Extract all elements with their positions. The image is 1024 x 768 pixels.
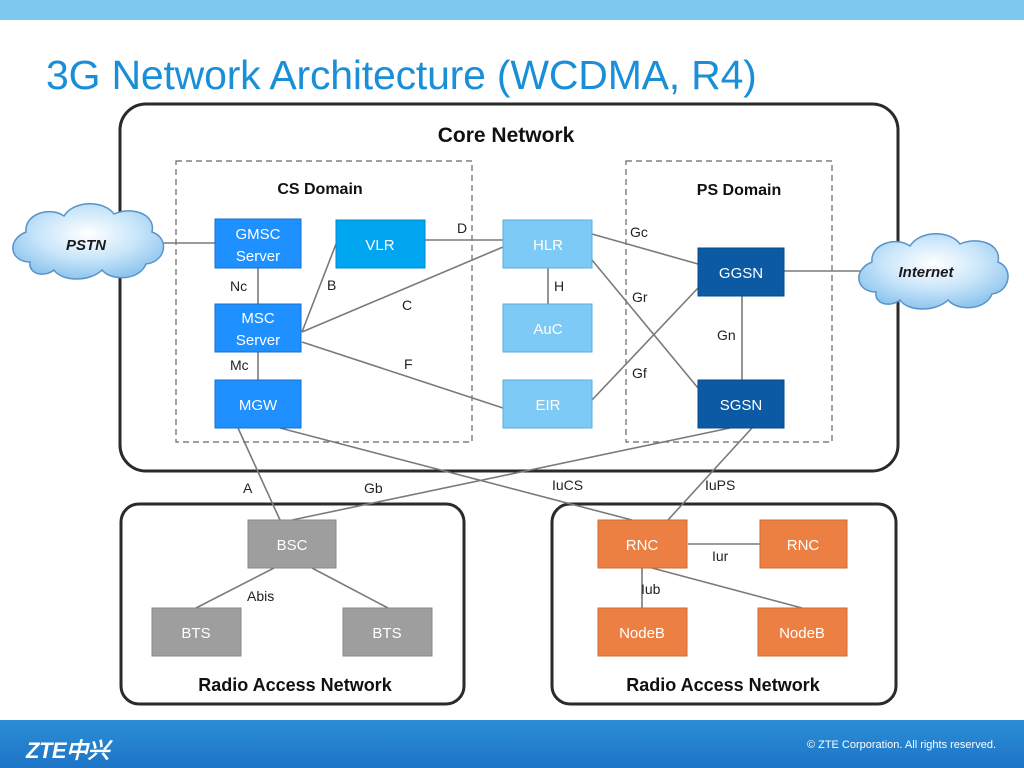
link-mgw-bsc [237, 427, 281, 521]
ps-domain-label: PS Domain [697, 182, 781, 199]
iface-c: C [402, 297, 412, 313]
iface-nc: Nc [230, 278, 247, 294]
link-sgsn-bsc [291, 427, 731, 521]
copyright-text: © ZTE Corporation. All rights reserved. [806, 739, 996, 751]
cs-domain-label: CS Domain [277, 181, 362, 198]
ran-left-title: Radio Access Network [198, 675, 392, 695]
nodeb2-label: NodeB [779, 625, 825, 642]
bts-node-2: BTS [342, 607, 433, 657]
internet-label: Internet [898, 264, 954, 281]
rnc1-label: RNC [626, 537, 659, 554]
iface-iucs: IuCS [552, 477, 583, 493]
bts1-label: BTS [181, 625, 210, 642]
auc-node: AuC [502, 303, 593, 353]
rnc2-label: RNC [787, 537, 820, 554]
sgsn-node: SGSN [697, 379, 785, 429]
gmsc-server-node: GMSC Server [214, 218, 302, 269]
mgw-node: MGW [214, 379, 302, 429]
iface-iub: Iub [641, 581, 661, 597]
msc-server-node: MSC Server [214, 303, 302, 353]
network-diagram: Core Network CS Domain PS Domain Radio A… [12, 102, 1009, 706]
iface-a: A [243, 480, 253, 496]
nodeb1-label: NodeB [619, 625, 665, 642]
internet-cloud: Internet [858, 233, 1009, 310]
core-network-title: Core Network [438, 124, 575, 147]
nodeb-node-1: NodeB [597, 607, 688, 657]
msc-label-line2: Server [236, 332, 280, 349]
iface-abis: Abis [247, 588, 274, 604]
cs-domain-frame [175, 160, 473, 443]
gmsc-label-line1: GMSC [236, 226, 281, 243]
iface-iups: IuPS [705, 477, 735, 493]
link-hlr-sgsn [591, 259, 699, 389]
vlr-node: VLR [335, 219, 426, 269]
bts2-label: BTS [372, 625, 401, 642]
top-accent-bar [0, 0, 1024, 20]
connection-lines [160, 233, 862, 609]
link-eir-ggsn [591, 287, 699, 401]
footer-bar [0, 720, 1024, 768]
rnc-node-2: RNC [759, 519, 848, 569]
iface-b: B [327, 277, 336, 293]
link-vlr-msc [301, 243, 337, 333]
hlr-node: HLR [502, 219, 593, 269]
sgsn-label: SGSN [720, 397, 763, 414]
bsc-node: BSC [247, 519, 337, 569]
iface-gn: Gn [717, 327, 736, 343]
eir-label: EIR [535, 397, 560, 414]
mgw-label: MGW [239, 397, 278, 414]
ggsn-label: GGSN [719, 265, 763, 282]
rnc-node-1: RNC [597, 519, 688, 569]
iface-f: F [404, 356, 413, 372]
iface-gc: Gc [630, 224, 648, 240]
bts-node-1: BTS [151, 607, 242, 657]
iface-h: H [554, 278, 564, 294]
pstn-cloud: PSTN [12, 203, 165, 280]
link-bsc-bts2 [311, 567, 389, 609]
nodeb-node-2: NodeB [757, 607, 848, 657]
iface-iur: Iur [712, 548, 729, 564]
link-sgsn-rnc [667, 427, 753, 521]
slide-title: 3G Network Architecture (WCDMA, R4) [46, 52, 757, 98]
bsc-label: BSC [277, 537, 308, 554]
gmsc-label-line2: Server [236, 248, 280, 265]
zte-logo: ZTE中兴 [26, 738, 110, 763]
link-msc-eir [301, 341, 504, 409]
iface-gf: Gf [632, 365, 647, 381]
link-mgw-rnc [279, 427, 633, 521]
link-msc-hlr [301, 246, 504, 333]
vlr-label: VLR [365, 237, 394, 254]
iface-d: D [457, 220, 467, 236]
link-bsc-bts1 [195, 567, 275, 609]
link-hlr-ggsn [591, 233, 699, 265]
iface-gb: Gb [364, 480, 383, 496]
ran-right-title: Radio Access Network [626, 675, 820, 695]
iface-mc: Mc [230, 357, 249, 373]
eir-node: EIR [502, 379, 593, 429]
msc-label-line1: MSC [241, 310, 275, 327]
pstn-label: PSTN [66, 237, 107, 254]
ggsn-node: GGSN [697, 247, 785, 297]
link-rnc-nodeb2 [651, 567, 803, 609]
auc-label: AuC [533, 321, 562, 338]
hlr-label: HLR [533, 237, 563, 254]
iface-gr: Gr [632, 289, 648, 305]
